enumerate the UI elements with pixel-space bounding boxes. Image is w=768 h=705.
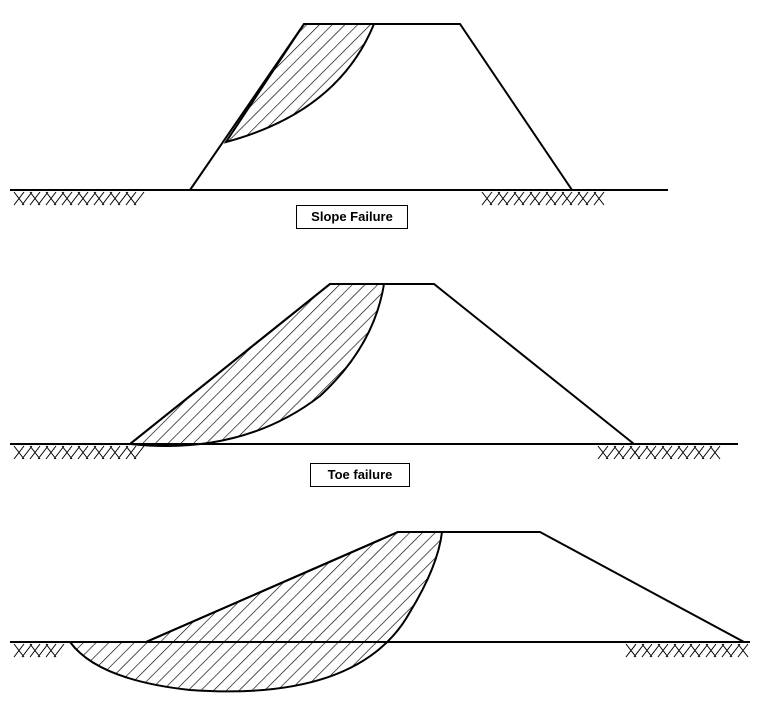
failure-wedge [223, 23, 376, 144]
slope-failure-label: Slope Failure [296, 205, 408, 229]
embankment-diagram-base-failure [10, 531, 750, 693]
failure-wedge [127, 283, 386, 447]
ground-hatch-left [13, 445, 145, 460]
ground-hatch-right [597, 445, 721, 460]
ground-hatch-left [13, 191, 145, 206]
toe-failure-label: Toe failure [310, 463, 410, 487]
ground-hatch-right [625, 643, 749, 658]
embankment-diagram-toe-failure [10, 283, 738, 460]
ground-hatch-right [481, 191, 605, 206]
ground-hatch-left [13, 643, 65, 658]
embankment-diagram-slope-failure [10, 23, 668, 206]
failure-wedge [68, 531, 444, 693]
embankment-outline [145, 531, 745, 643]
embankment-outline [129, 283, 635, 445]
embankment-outline [189, 23, 573, 191]
